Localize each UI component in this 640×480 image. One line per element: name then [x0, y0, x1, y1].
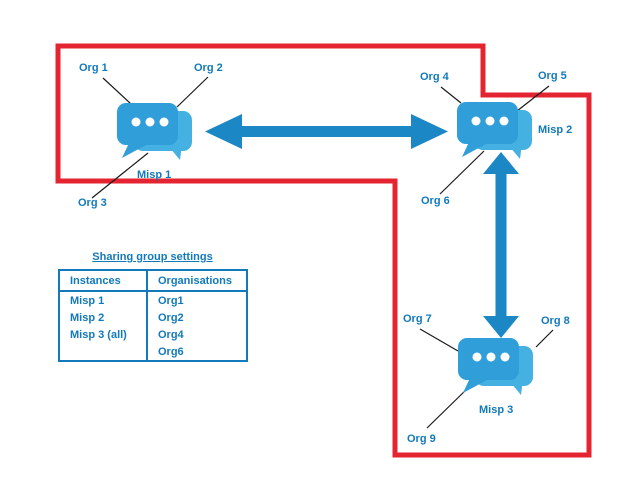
misp-1-label: Misp 1 [137, 169, 172, 181]
org-4-label: Org 4 [420, 71, 449, 83]
org-5-label: Org 5 [538, 70, 567, 82]
connector-org6-misp2 [439, 150, 485, 195]
org-3-label: Org 3 [78, 197, 107, 209]
org-7-label: Org 7 [403, 313, 432, 325]
cell-instance: Misp 3 (all) [59, 326, 148, 343]
header-instances: Instances [59, 270, 148, 292]
table-row: Misp 2 Org2 [59, 309, 247, 326]
table-row: Org6 [59, 343, 247, 361]
cell-organisation: Org2 [158, 311, 184, 324]
sharing-group-settings-title: Sharing group settings [92, 251, 213, 263]
sharing-group-boundary [55, 43, 592, 458]
table-row: Misp 1 Org1 [59, 291, 247, 309]
connector-org4-misp2 [440, 86, 462, 104]
misp-2-chat-icon [456, 100, 534, 160]
sync-arrow-misp2-misp3 [483, 152, 519, 338]
connector-org7-misp3 [419, 328, 459, 352]
sharing-group-settings-table: Instances Organisations Misp 1 Org1 Misp… [58, 269, 248, 362]
connector-org1-misp1 [102, 77, 132, 105]
org-9-label: Org 9 [407, 433, 436, 445]
table-row: Misp 3 (all) Org4 [59, 326, 247, 343]
connector-org5-misp2 [516, 85, 550, 112]
cell-instance [59, 343, 148, 361]
org-2-label: Org 2 [194, 62, 223, 74]
misp-3-label: Misp 3 [479, 404, 514, 416]
connector-org3-misp1 [91, 152, 149, 199]
cell-instance: Misp 2 [59, 309, 148, 326]
connector-org2-misp1 [176, 76, 209, 108]
misp-1-chat-icon [116, 101, 194, 161]
table-header-row: Instances Organisations [59, 270, 247, 292]
cell-organisation: Org4 [158, 328, 184, 341]
cell-organisation: Org1 [158, 294, 184, 307]
cell-instance: Misp 1 [59, 291, 148, 309]
org-1-label: Org 1 [79, 62, 108, 74]
sharing-group-settings-panel: Sharing group settings Instances Organis… [58, 251, 248, 362]
connector-org8-misp3 [535, 329, 554, 348]
misp-3-chat-icon [457, 336, 535, 396]
sync-arrow-misp1-misp2 [205, 114, 448, 149]
org-8-label: Org 8 [541, 315, 570, 327]
connector-org9-misp3 [426, 386, 470, 429]
org-connector-lines [91, 76, 554, 429]
cell-organisation: Org6 [158, 345, 184, 358]
header-organisations: Organisations [147, 270, 247, 292]
org-6-label: Org 6 [421, 195, 450, 207]
misp-2-label: Misp 2 [538, 124, 573, 136]
